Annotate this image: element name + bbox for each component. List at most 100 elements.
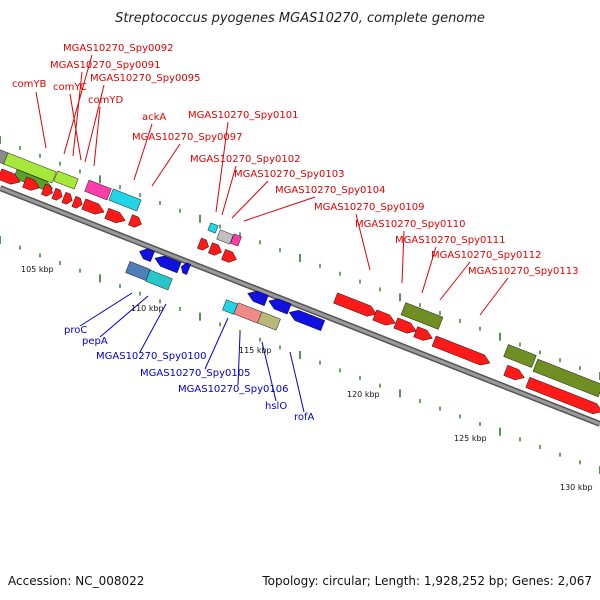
gene-label-Spy0112[interactable]: MGAS10270_Spy0112 [431,250,541,261]
leader-Spy0097 [151,143,181,187]
scale-label-115: 115 kbp [239,346,272,355]
gene-label-Spy0097[interactable]: MGAS10270_Spy0097 [132,132,242,143]
gene-label-Spy0100[interactable]: MGAS10270_Spy0100 [96,351,206,362]
gene-label-Spy0106[interactable]: MGAS10270_Spy0106 [178,384,288,395]
cog-block-lime-2[interactable] [53,170,79,190]
gene-fwd-5[interactable] [61,191,74,206]
gene-rev-6[interactable] [287,307,326,331]
gene-label-comYB[interactable]: comYB [12,79,46,90]
gene-label-Spy0092[interactable]: MGAS10270_Spy0092 [63,43,173,54]
gene-rev-2[interactable] [153,253,182,274]
gene-label-Spy0095[interactable]: MGAS10270_Spy0095 [90,73,200,84]
cog-block-lime-1[interactable] [3,152,57,184]
leader-ackA [133,123,153,181]
gene-fwd-4[interactable] [51,187,64,202]
reverse-labels: proC pepA MGAS10270_Spy0100 MGAS10270_Sp… [64,325,315,423]
gene-fwd-12[interactable] [221,249,238,264]
label-leaders [35,54,509,413]
scale-labels: 105 kbp 110 kbp 115 kbp 120 kbp 125 kbp … [21,265,593,492]
gene-rev-5[interactable] [267,296,292,315]
gene-rev-1[interactable] [137,246,155,262]
leader-pepA [99,295,149,338]
backbone [0,185,600,427]
gene-fwd-1[interactable] [0,168,22,187]
gene-rev-3[interactable] [179,261,191,275]
scale-label-120: 120 kbp [347,390,380,399]
gene-label-rofA[interactable]: rofA [294,412,315,423]
leader-Spy0101 [215,121,229,213]
genome-stats-text: Topology: circular; Length: 1,928,252 bp… [261,574,592,588]
gene-fwd-17[interactable] [431,335,492,368]
gene-label-pepA[interactable]: pepA [82,336,108,347]
leader-Spy0110 [401,230,405,284]
gene-fwd-13[interactable] [333,292,379,319]
gene-fwd-18[interactable] [503,364,527,383]
cog-block-olive-1[interactable] [400,302,444,330]
gene-label-Spy0102[interactable]: MGAS10270_Spy0102 [190,154,300,165]
forward-labels: comYB MGAS10270_Spy0092 MGAS10270_Spy009… [12,43,578,277]
gene-label-Spy0111[interactable]: MGAS10270_Spy0111 [395,235,505,246]
scale-label-125: 125 kbp [454,434,487,443]
leader-Spy0092 [63,54,93,155]
gene-fwd-14[interactable] [372,309,397,328]
leader-Spy0112 [439,261,471,301]
gene-fwd-2[interactable] [22,176,42,193]
scale-label-105: 105 kbp [21,265,54,274]
leader-hslO [261,341,277,402]
leader-Spy0095 [84,84,105,163]
gene-label-ackA[interactable]: ackA [142,112,166,123]
leader-comYD [93,106,101,167]
gene-fwd-6[interactable] [71,195,84,210]
gene-fwd-8[interactable] [104,207,128,226]
cog-block-cyan[interactable] [108,188,142,212]
map-title: Streptococcus pyogenes MGAS10270, comple… [115,11,485,26]
leader-Spy0109 [355,213,371,271]
gene-fwd-11[interactable] [208,242,223,258]
gene-label-comYC[interactable]: comYC [53,82,87,93]
gene-fwd-15[interactable] [393,317,418,336]
leader-Spy0106 [237,333,241,386]
gene-fwd-19[interactable] [525,376,600,417]
leader-Spy0091 [72,71,83,157]
gene-label-Spy0105[interactable]: MGAS10270_Spy0105 [140,368,250,379]
leader-proC [79,292,133,327]
cog-block-grey-small[interactable] [216,229,234,245]
cog-block-khaki[interactable] [257,311,281,331]
gene-rev-4[interactable] [246,288,269,307]
gene-fwd-7[interactable] [81,198,106,217]
accession-text: Accession: NC_008022 [8,574,144,588]
cog-block-pink[interactable] [84,179,112,201]
leader-Spy0104 [243,196,316,222]
gene-label-Spy0091[interactable]: MGAS10270_Spy0091 [50,60,160,71]
cog-block-steel[interactable] [125,261,151,281]
leader-Spy0100 [139,303,167,353]
cog-block-teal[interactable] [145,269,173,291]
scale-ticks [0,136,600,474]
gene-fwd-9[interactable] [128,214,143,230]
gene-label-Spy0110[interactable]: MGAS10270_Spy0110 [355,219,465,230]
gene-fwd-3[interactable] [41,183,54,198]
leader-Spy0111 [421,246,437,294]
cog-block-salmon[interactable] [233,302,263,324]
gene-label-proC[interactable]: proC [64,325,87,336]
cog-block-olive-2[interactable] [503,344,537,368]
gene-fwd-10[interactable] [197,237,210,252]
gene-label-hslO[interactable]: hslO [265,401,287,412]
gene-label-Spy0113[interactable]: MGAS10270_Spy0113 [468,266,578,277]
gene-label-Spy0109[interactable]: MGAS10270_Spy0109 [314,202,424,213]
gene-label-comYD[interactable]: comYD [88,95,123,106]
leader-Spy0102 [221,165,237,216]
leader-comYB [35,91,47,149]
cog-block-pink-small[interactable] [230,233,242,247]
leader-Spy0113 [479,277,509,316]
gene-label-Spy0103[interactable]: MGAS10270_Spy0103 [234,169,344,180]
cog-block-olive-3[interactable] [532,358,600,398]
gene-fwd-16[interactable] [413,326,435,344]
cog-block-cyan-small[interactable] [207,222,219,234]
scale-label-110: 110 kbp [131,304,164,313]
gene-label-Spy0101[interactable]: MGAS10270_Spy0101 [188,110,298,121]
leader-Spy0103 [231,180,269,219]
cog-block-cyan-inner[interactable] [222,299,238,315]
gene-label-Spy0104[interactable]: MGAS10270_Spy0104 [275,185,385,196]
